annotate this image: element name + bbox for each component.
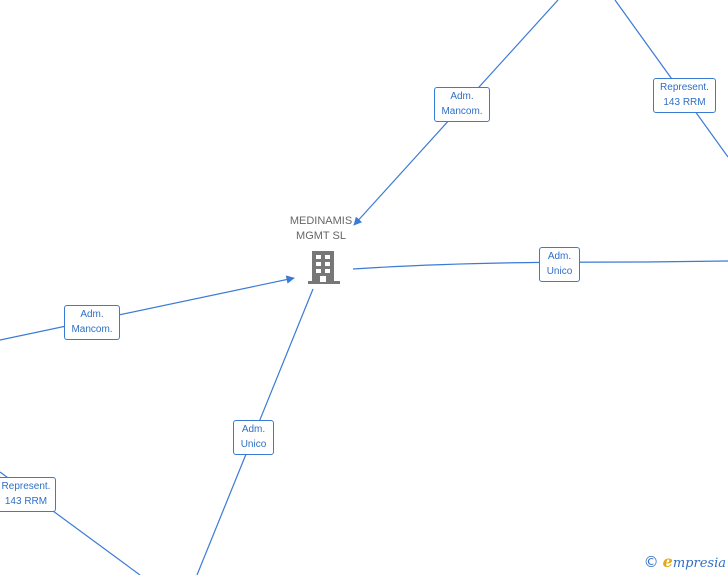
- footer-brand: © empresia: [644, 552, 726, 571]
- brand-logo-rest: mpresia: [672, 556, 726, 571]
- relation-label-represent-top-right[interactable]: Represent. 143 RRM: [653, 78, 716, 113]
- relation-label-adm-mancom-left[interactable]: Adm. Mancom.: [64, 305, 120, 340]
- building-icon[interactable]: [306, 249, 342, 285]
- relation-label-adm-mancom-top[interactable]: Adm. Mancom.: [434, 87, 490, 122]
- relation-label-adm-unico-bottom[interactable]: Adm. Unico: [233, 420, 274, 455]
- relation-label-adm-unico-right[interactable]: Adm. Unico: [539, 247, 580, 282]
- building-ground: [308, 281, 340, 284]
- brand-logo-initial: e: [662, 552, 673, 571]
- company-name[interactable]: MEDINAMIS MGMT SL: [280, 214, 362, 244]
- brand-logo[interactable]: empresia: [663, 552, 726, 571]
- company-name-line2: MGMT SL: [296, 230, 346, 242]
- relation-label-represent-bottom-left[interactable]: Represent. 143 RRM: [0, 477, 56, 512]
- company-name-line1: MEDINAMIS: [289, 215, 353, 227]
- edge-right-to-company: [352, 260, 728, 270]
- copyright-icon: ©: [643, 552, 659, 571]
- edge-left-to-company: [0, 275, 295, 341]
